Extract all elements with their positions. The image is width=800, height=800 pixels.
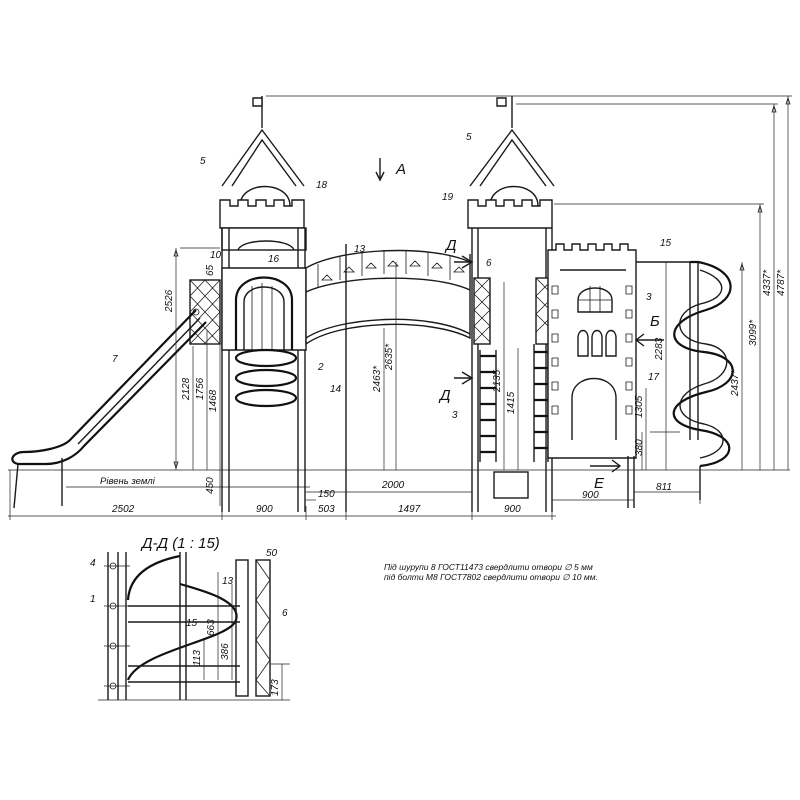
dim-2526: 2526 <box>164 289 175 313</box>
note-screws: Під шурупи 8 ГОСТ11473 свердлити отвори … <box>384 562 593 572</box>
dim-900-a: 900 <box>256 504 273 515</box>
dim-900-c: 900 <box>582 490 599 501</box>
view-label-d-top: Д <box>444 237 457 254</box>
note-bolts: під болти М8 ГОСТ7802 свердлити отвори ∅… <box>384 572 598 582</box>
dim-503: 503 <box>318 504 335 515</box>
dim-1756: 1756 <box>195 377 206 400</box>
sec-4: 4 <box>90 558 96 569</box>
dim-2635: 2635* <box>384 343 395 371</box>
dim-3099: 3099* <box>748 319 759 346</box>
slide <box>11 308 207 509</box>
sec-6: 6 <box>282 608 288 619</box>
part-2: 2 <box>317 362 324 373</box>
rung-ladder <box>479 344 549 462</box>
sec-113: 113 <box>192 650 203 666</box>
part-6: 6 <box>486 258 492 269</box>
sec-173: 173 <box>270 679 281 696</box>
part-13: 13 <box>354 244 366 255</box>
part-10: 10 <box>210 250 222 261</box>
sec-386: 386 <box>220 643 231 660</box>
section-view <box>98 552 290 701</box>
dim-2283: 2283 <box>654 337 665 361</box>
ground-label: Рівень землі <box>100 476 156 487</box>
castle-facade <box>547 243 690 508</box>
arch-bridge <box>305 244 471 512</box>
dim-900-b: 900 <box>504 504 521 515</box>
dim-1415: 1415 <box>506 391 517 414</box>
view-label-e: Е <box>594 475 605 492</box>
part-16: 16 <box>268 254 280 265</box>
dimension-lines <box>173 95 792 506</box>
horizontal-dims <box>8 470 701 520</box>
dim-4787: 4787* <box>776 269 787 296</box>
part-7: 7 <box>112 354 118 365</box>
part-15: 15 <box>660 238 672 249</box>
view-label-b: Б <box>650 313 660 330</box>
dim-2135: 2135 <box>492 369 503 393</box>
part-3-bottom: 3 <box>452 410 458 421</box>
dim-1468: 1468 <box>208 389 219 412</box>
section-title: Д-Д (1 : 15) <box>140 535 220 552</box>
dim-1497: 1497 <box>398 504 421 515</box>
part-18: 18 <box>316 180 328 191</box>
part-3-top: 3 <box>646 292 652 303</box>
dim-2000: 2000 <box>381 480 405 491</box>
part-5-left: 5 <box>200 156 206 167</box>
dim-2128: 2128 <box>181 377 192 401</box>
dim-2502: 2502 <box>111 504 135 515</box>
sec-1: 1 <box>90 594 96 605</box>
spiral-slide <box>672 260 734 500</box>
ground-line: Рівень землі <box>8 469 790 488</box>
dim-450: 450 <box>205 477 216 494</box>
sec-663: 663 <box>206 619 217 636</box>
dim-150: 150 <box>318 489 335 500</box>
part-17: 17 <box>648 372 660 383</box>
dim-2437: 2437* <box>730 369 741 397</box>
dim-2463: 2463* <box>372 365 383 393</box>
dim-1305: 1305 <box>634 395 645 418</box>
view-label-a: А <box>395 161 406 178</box>
part-5-right: 5 <box>466 132 472 143</box>
view-label-d-bottom: Д <box>438 387 451 404</box>
sec-13: 13 <box>222 576 234 587</box>
part-14: 14 <box>330 384 342 395</box>
part-19: 19 <box>442 192 454 203</box>
dim-380: 380 <box>634 439 645 456</box>
left-tower <box>189 96 307 512</box>
sec-15: 15 <box>186 618 198 629</box>
sec-50: 50 <box>266 548 278 559</box>
right-tower <box>467 96 555 512</box>
dim-811: 811 <box>656 482 672 493</box>
dim-4337: 4337* <box>762 269 773 296</box>
part-65: 65 <box>205 264 216 276</box>
view-arrows <box>375 158 664 473</box>
